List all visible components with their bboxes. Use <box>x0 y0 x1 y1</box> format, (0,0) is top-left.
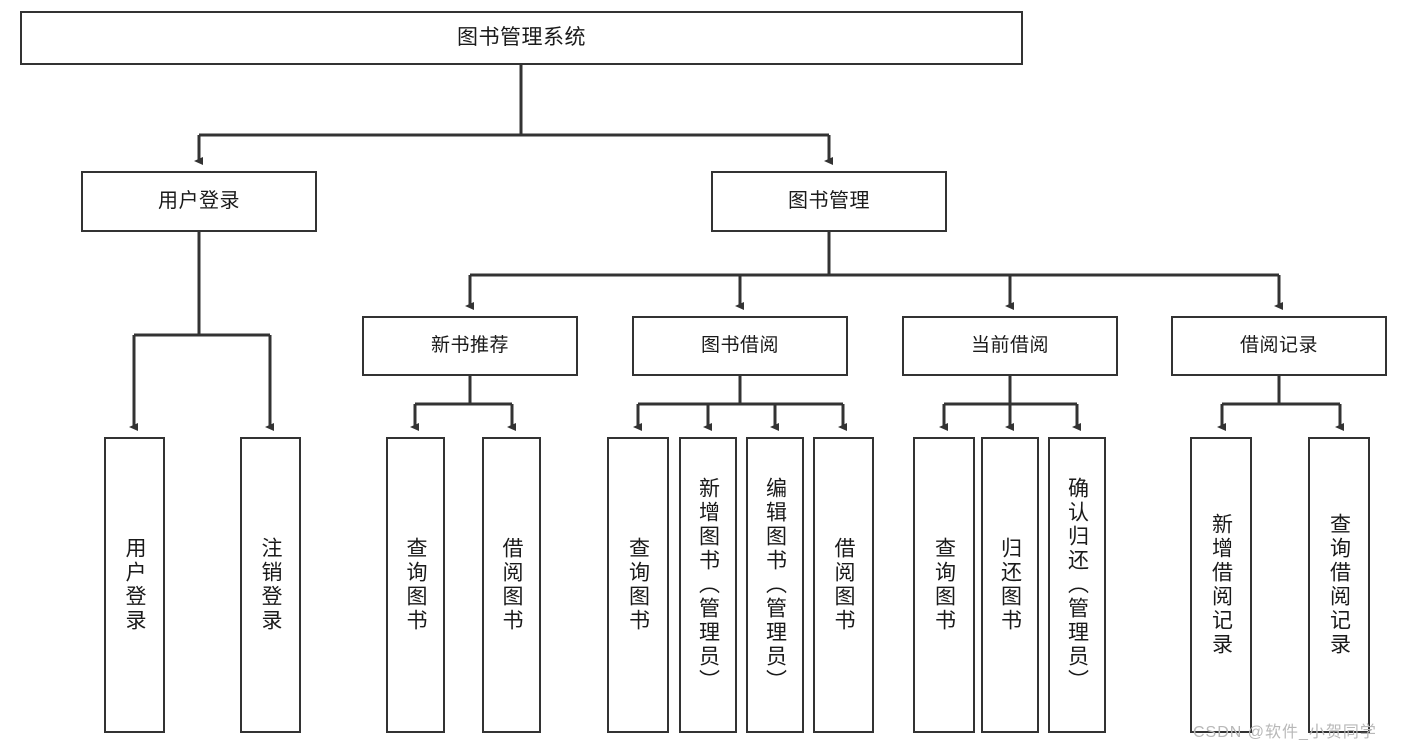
node-label: 用户登录 <box>158 190 240 213</box>
leaf-logout[interactable]: 注销登录 <box>240 437 301 733</box>
node-label: 新增借阅记录 <box>1209 513 1233 657</box>
leaf-edit-book-admin[interactable]: 编辑图书（管理员） <box>746 437 804 733</box>
leaf-query-book-current[interactable]: 查询图书 <box>913 437 975 733</box>
leaf-borrow-book-recommend[interactable]: 借阅图书 <box>482 437 541 733</box>
node-label: 用户登录 <box>123 537 146 633</box>
node-label: 归还图书 <box>998 537 1022 633</box>
node-label: 借阅记录 <box>1239 335 1318 357</box>
node-label: 编辑图书（管理员） <box>763 477 787 693</box>
node-book-management[interactable]: 图书管理 <box>711 171 947 232</box>
node-borrow-record[interactable]: 借阅记录 <box>1171 316 1387 376</box>
leaf-borrow-book[interactable]: 借阅图书 <box>813 437 874 733</box>
node-label: 图书借阅 <box>700 335 779 357</box>
leaf-confirm-return-admin[interactable]: 确认归还（管理员） <box>1048 437 1106 733</box>
node-label: 查询借阅记录 <box>1327 513 1351 657</box>
leaf-query-book-borrow[interactable]: 查询图书 <box>607 437 669 733</box>
node-label: 借阅图书 <box>500 537 523 633</box>
node-label: 查询图书 <box>932 537 956 633</box>
node-label: 借阅图书 <box>832 537 855 633</box>
leaf-query-borrow-record[interactable]: 查询借阅记录 <box>1308 437 1370 733</box>
node-label: 新增图书（管理员） <box>696 477 720 693</box>
leaf-user-login[interactable]: 用户登录 <box>104 437 165 733</box>
node-root[interactable]: 图书管理系统 <box>20 11 1023 65</box>
leaf-add-borrow-record[interactable]: 新增借阅记录 <box>1190 437 1252 733</box>
node-label: 确认归还（管理员） <box>1065 477 1089 693</box>
node-label: 当前借阅 <box>970 335 1049 357</box>
node-user-login[interactable]: 用户登录 <box>81 171 317 232</box>
leaf-query-book-recommend[interactable]: 查询图书 <box>386 437 445 733</box>
leaf-return-book[interactable]: 归还图书 <box>981 437 1039 733</box>
node-new-book-recommend[interactable]: 新书推荐 <box>362 316 578 376</box>
node-label: 图书管理 <box>788 190 870 213</box>
node-label: 查询图书 <box>404 537 427 633</box>
node-label: 图书管理系统 <box>457 26 586 50</box>
leaf-add-book-admin[interactable]: 新增图书（管理员） <box>679 437 737 733</box>
node-label: 查询图书 <box>626 537 650 633</box>
watermark: CSDN @软件_小贺同学 <box>1193 724 1377 741</box>
node-current-borrow[interactable]: 当前借阅 <box>902 316 1118 376</box>
node-book-borrow[interactable]: 图书借阅 <box>632 316 848 376</box>
node-label: 注销登录 <box>259 537 282 633</box>
node-label: 新书推荐 <box>430 335 509 357</box>
